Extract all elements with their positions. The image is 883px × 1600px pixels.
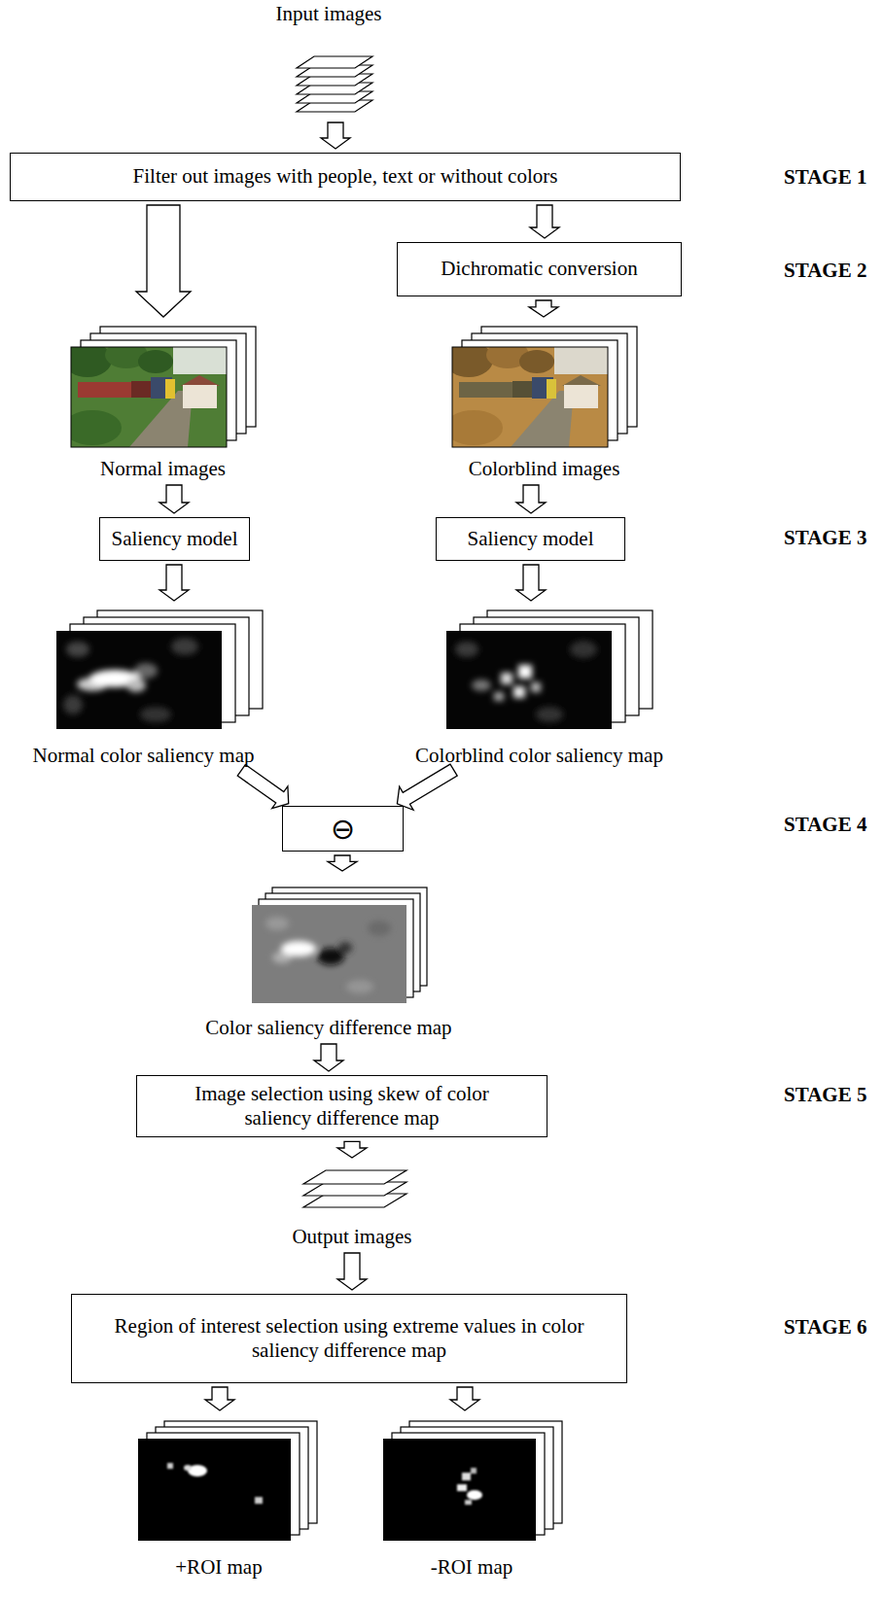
box-label: Dichromatic conversion (440, 256, 637, 282)
box-label: ⊖ (330, 812, 355, 846)
stage-label: STAGE 3 (783, 526, 867, 551)
image-caption: Color saliency difference map (205, 1016, 452, 1041)
normal-photo-stack (63, 326, 256, 448)
image-stack: Colorblind images (439, 320, 649, 482)
process-box: Image selection using skew of color sali… (136, 1075, 548, 1138)
stage-label: STAGE 5 (783, 1083, 867, 1108)
saliency-map-stack (56, 610, 263, 730)
sheet-stack (296, 56, 373, 112)
block-arrow (159, 485, 189, 514)
operator-box: ⊖ (282, 806, 404, 852)
roi-map-stack (138, 1421, 318, 1542)
image-stack: Color saliency difference map (189, 875, 468, 1041)
block-arrow (516, 565, 546, 601)
block-arrow (337, 1253, 367, 1291)
block-arrow (159, 565, 189, 601)
block-arrow (450, 1387, 480, 1412)
box-label: Saliency model (110, 527, 238, 552)
roi-map-stack (383, 1421, 563, 1542)
block-arrow (396, 764, 458, 811)
block-arrow (516, 485, 546, 514)
block-arrow (320, 122, 351, 149)
process-box: Dichromatic conversion (396, 242, 682, 297)
image-stack: Normal color saliency map (19, 604, 268, 769)
box-label: Region of interest selection using extre… (97, 1314, 601, 1364)
process-box: Region of interest selection using extre… (70, 1294, 628, 1384)
block-arrow (136, 205, 191, 318)
image-stack: -ROI map (374, 1414, 569, 1581)
image-stack: Normal images (58, 320, 268, 482)
saliency-map-stack (446, 610, 653, 730)
image-caption: Normal images (100, 457, 226, 482)
image-caption: -ROI map (430, 1555, 514, 1581)
box-label: Filter out images with people, text or w… (133, 164, 559, 189)
image-caption: Input images (275, 1, 382, 27)
block-arrow (337, 1141, 367, 1159)
box-label: Image selection using skew of color sali… (176, 1082, 508, 1131)
image-caption: Colorblind color saliency map (415, 743, 664, 769)
sheet-stack (303, 1170, 407, 1208)
block-arrow (205, 1387, 235, 1412)
stage-label: STAGE 4 (783, 812, 867, 838)
colorblind-photo-stack (444, 326, 637, 448)
block-arrow (327, 855, 357, 872)
block-arrow (314, 1044, 344, 1072)
image-caption: Colorblind images (468, 457, 621, 482)
process-box: Saliency model (435, 517, 626, 562)
block-arrow (529, 300, 559, 318)
image-stack: Input images (265, 0, 392, 119)
block-arrow (237, 765, 289, 810)
image-caption: +ROI map (175, 1555, 262, 1581)
stage-label: STAGE 2 (783, 258, 867, 283)
image-stack: Colorblind color saliency map (400, 604, 678, 769)
process-box: Filter out images with people, text or w… (9, 152, 681, 202)
stage-label: STAGE 1 (783, 165, 867, 190)
process-box: Saliency model (99, 517, 250, 562)
stage-label: STAGE 6 (783, 1315, 867, 1341)
image-stack: +ROI map (121, 1414, 317, 1581)
image-caption: Output images (291, 1225, 412, 1250)
box-label: Saliency model (466, 527, 594, 552)
image-stack: Output images (279, 1162, 425, 1250)
difference-map-stack (251, 887, 427, 1004)
image-caption: Normal color saliency map (32, 743, 254, 769)
block-arrow (529, 205, 560, 239)
